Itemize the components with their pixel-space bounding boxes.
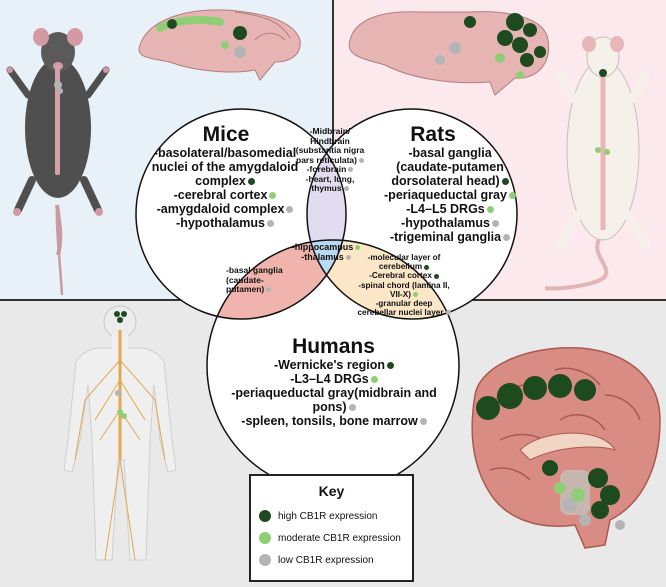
region-item: -Wernicke's region [224,358,444,372]
rats-title: Rats [410,123,456,146]
region-label: -Cerebral cortex [369,271,432,281]
region-item: -Midbrain/ Hindbrain (substantia nigra p… [290,126,370,165]
region-item: -hypothalamus [380,216,520,230]
region-item: -granular deep cerebellar nuclei layer [356,299,452,317]
high-expression-dot-icon [501,178,509,186]
region-label: -hypothalamus [401,216,490,230]
region-item: -L4–L5 DRGs [380,202,520,216]
rats-humans-region-list: -molecular layer of cerebellum-Cerebral … [356,253,452,317]
region-label: -Wernicke's region [273,358,386,372]
region-label: -amygdaloid complex [156,202,285,216]
human-brain-illustration [471,346,661,549]
rats-region-list: -basal ganglia (caudate-putamen dorsolat… [380,146,520,244]
high-expression-dot-icon [424,264,430,270]
mice-title: Mice [202,123,250,146]
rat-brain-illustration [348,11,550,96]
moderate-expression-dot-icon [486,206,494,214]
region-label: -periaqueductal gray(midbrain and pons) [231,386,437,414]
region-label: -L3–L4 DRGs [290,372,369,386]
region-item: -hypothalamus [150,216,300,230]
region-item: -periaqueductal gray [380,188,520,202]
mouse-illustration [6,28,110,296]
region-label: -basal ganglia (caudate-putamen dorsolat… [391,146,504,188]
low-expression-dot-icon [259,554,271,566]
region-item: -hippocampus [290,242,362,252]
moderate-expression-dot-icon [355,245,361,251]
region-item: -basal ganglia (caudate-putamen) [226,265,294,295]
legend-key: Key high CB1R expression moderate CB1R e… [249,474,414,582]
legend-title: Key [318,483,345,499]
legend-row-low: low CB1R expression [259,554,374,566]
human-body-illustration [63,305,177,561]
legend-label-low: low CB1R expression [278,554,374,566]
low-expression-dot-icon [286,206,294,214]
region-label: -spleen, tonsils, bone marrow [241,414,418,428]
region-label: -hippocampus [291,242,354,252]
rat-illustration [544,36,651,291]
low-expression-dot-icon [358,157,364,163]
region-item: -trigeminal ganglia [380,230,520,244]
region-item: -periaqueductal gray(midbrain and pons) [224,386,444,414]
high-expression-dot-icon [433,273,439,279]
region-label: -Midbrain/ Hindbrain (substantia nigra p… [295,126,365,165]
region-label: -trigeminal ganglia [389,230,502,244]
venn-diagram [135,108,518,493]
region-item: -forebrain [290,164,370,175]
low-expression-dot-icon [345,255,351,261]
low-expression-dot-icon [491,220,499,228]
low-expression-dot-icon [348,167,354,173]
region-item: -molecular layer of cerebellum [356,253,452,271]
region-label: -thalamus [301,252,344,263]
region-label: -basolateral/basomedial nuclei of the am… [151,146,299,188]
region-label: -heart, lung, thymus [305,173,355,194]
region-label: -hypothalamus [176,216,265,230]
moderate-expression-dot-icon [412,292,418,298]
low-expression-dot-icon [343,186,349,192]
moderate-expression-dot-icon [508,192,516,200]
region-item: -cerebral cortex [150,188,300,202]
legend-row-moderate: moderate CB1R expression [259,532,401,544]
low-expression-dot-icon [266,220,274,228]
legend-row-high: high CB1R expression [259,510,378,522]
region-label: -molecular layer of cerebellum [367,253,441,272]
high-expression-dot-icon [387,362,395,370]
region-item: -basal ganglia (caudate-putamen dorsolat… [380,146,520,188]
region-label: -spinal chord (lamina II, VII-X) [358,280,450,299]
low-expression-dot-icon [503,234,511,242]
region-label: -forebrain [306,164,347,175]
region-item: -heart, lung, thymus [290,173,370,194]
region-label: -L4–L5 DRGs [406,202,485,216]
high-expression-dot-icon [247,178,255,186]
mouse-brain-illustration [138,9,301,81]
region-item: -basolateral/basomedial nuclei of the am… [150,146,300,188]
region-item: -thalamus [290,252,362,262]
region-item: -spleen, tonsils, bone marrow [224,414,444,428]
low-expression-dot-icon [266,287,272,293]
region-item: -L3–L4 DRGs [224,372,444,386]
low-expression-dot-icon [419,418,427,426]
region-label: -cerebral cortex [173,188,268,202]
all-species-region-list: -hippocampus-thalamus [290,242,362,262]
region-item: -amygdaloid complex [150,202,300,216]
region-item: -Cerebral cortex [356,271,452,280]
moderate-expression-dot-icon [370,376,378,384]
region-label: -basal ganglia (caudate-putamen) [226,265,283,295]
humans-region-list: -Wernicke's region-L3–L4 DRGs-periaquedu… [224,358,444,428]
mice-rats-region-list: -Midbrain/ Hindbrain (substantia nigra p… [290,126,370,194]
region-label: -periaqueductal gray [384,188,507,202]
low-expression-dot-icon [348,404,356,412]
legend-label-moderate: moderate CB1R expression [278,532,401,544]
humans-title: Humans [292,335,375,358]
legend-label-high: high CB1R expression [278,510,378,522]
high-expression-dot-icon [259,510,271,522]
mice-region-list: -basolateral/basomedial nuclei of the am… [150,146,300,230]
region-item: -spinal chord (lamina II, VII-X) [356,281,452,299]
moderate-expression-dot-icon [269,192,277,200]
mice-humans-region-list: -basal ganglia (caudate-putamen) [226,265,294,295]
region-label: -granular deep cerebellar nuclei layer [357,298,444,318]
low-expression-dot-icon [445,310,451,316]
moderate-expression-dot-icon [259,532,271,544]
